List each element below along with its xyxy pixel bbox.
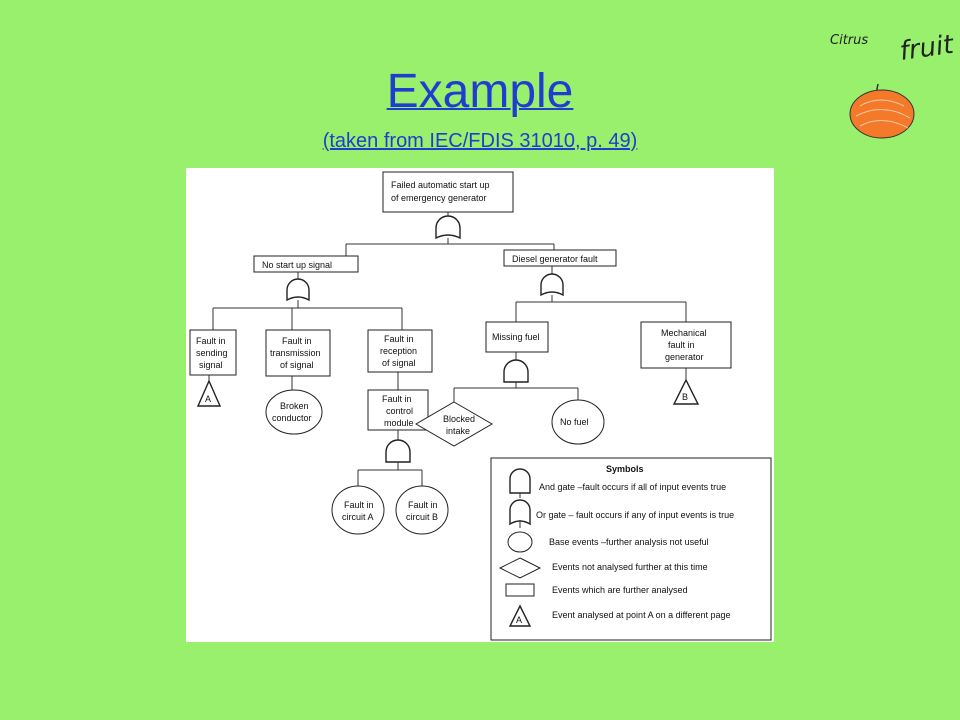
node-diesel-generator-fault-label: Diesel generator fault xyxy=(512,254,598,264)
node-no-fuel: No fuel xyxy=(551,399,605,445)
node-control-module-line-2: control xyxy=(386,406,413,416)
orange-fruit-drawing xyxy=(849,83,915,139)
node-circuit-b-line-1: Fault in xyxy=(408,500,438,510)
node-no-fuel-label: No fuel xyxy=(560,417,589,427)
node-control-module-line-1: Fault in xyxy=(382,394,412,404)
connector-lines xyxy=(208,212,687,486)
node-fault-sending-line-1: Fault in xyxy=(196,336,226,346)
legend-triangle-letter: A xyxy=(516,615,522,625)
node-broken-conductor-line-1: Broken xyxy=(280,401,309,411)
node-blocked-intake: Blocked intake xyxy=(415,401,493,447)
node-blocked-intake-line-1: Blocked xyxy=(443,414,475,424)
node-circuit-a-line-2: circuit A xyxy=(342,512,374,522)
node-fault-sending-line-2: sending xyxy=(196,348,228,358)
node-top-event-line-2: of emergency generator xyxy=(391,193,487,203)
node-fault-transmission-line-3: of signal xyxy=(280,360,314,370)
node-fault-circuit-b: Fault in circuit B xyxy=(395,485,449,535)
node-blocked-intake-line-2: intake xyxy=(446,426,470,436)
node-control-module-line-3: module xyxy=(384,418,414,428)
transfer-letter-b: B xyxy=(682,392,688,402)
legend-not-analysed-label: Events not analysed further at this time xyxy=(552,562,708,572)
doodle-word-citrus: Citrus xyxy=(830,33,868,48)
legend-or-gate-icon xyxy=(509,499,531,526)
legend-rectangle-icon xyxy=(505,583,535,597)
legend-base-event-label: Base events –further analysis not useful xyxy=(549,537,709,547)
node-diesel-generator-fault: Diesel generator fault xyxy=(503,249,617,267)
legend-or-gate-label: Or gate – fault occurs if any of input e… xyxy=(536,510,734,520)
node-mechanical-fault: Mechanical fault in generator xyxy=(640,321,732,369)
node-fault-transmission-line-1: Fault in xyxy=(282,336,312,346)
node-broken-conductor: Broken conductor xyxy=(265,389,323,435)
node-fault-sending-line-3: signal xyxy=(199,360,223,370)
transfer-triangle-a: A xyxy=(196,379,222,407)
node-circuit-a-line-1: Fault in xyxy=(344,500,374,510)
doodle-word-fruit: fruit xyxy=(898,30,956,67)
slide-title[interactable]: Example xyxy=(386,65,574,118)
legend-diamond-icon xyxy=(498,557,542,579)
node-fault-reception: Fault in reception of signal xyxy=(367,329,433,373)
node-mechanical-fault-line-2: fault in xyxy=(668,340,695,350)
node-fault-circuit-a: Fault in circuit A xyxy=(331,485,385,535)
node-fault-transmission: Fault in transmission of signal xyxy=(265,329,331,377)
node-fault-reception-line-2: reception xyxy=(380,346,417,356)
legend-base-event-icon xyxy=(507,531,533,553)
node-fault-reception-line-3: of signal xyxy=(382,358,416,368)
node-circuit-b-line-2: circuit B xyxy=(406,512,438,522)
node-fault-reception-line-1: Fault in xyxy=(384,334,414,344)
slide-subtitle[interactable]: (taken from IEC/FDIS 31010, p. 49) xyxy=(322,130,638,152)
and-gate-fuel xyxy=(503,359,529,383)
legend-transfer-label: Event analysed at point A on a different… xyxy=(552,610,730,620)
citrus-fruit-doodle: Citrus fruit xyxy=(830,30,956,139)
and-gate-control xyxy=(385,439,411,463)
node-missing-fuel: Missing fuel xyxy=(485,321,549,353)
symbols-legend: Symbols And gate –fault occurs if all of… xyxy=(490,457,772,641)
node-mechanical-fault-line-3: generator xyxy=(665,352,704,362)
or-gate-signal xyxy=(286,278,310,302)
legend-and-gate-icon xyxy=(509,468,531,494)
title-block: Example xyxy=(0,64,960,120)
node-no-start-signal: No start up signal xyxy=(253,255,359,273)
or-gate-diesel xyxy=(540,273,564,297)
node-no-start-signal-label: No start up signal xyxy=(262,260,332,270)
transfer-letter-a: A xyxy=(205,394,211,404)
legend-further-label: Events which are further analysed xyxy=(552,585,688,595)
node-fault-sending-signal: Fault in sending signal xyxy=(189,329,237,376)
legend-triangle-icon xyxy=(508,604,532,627)
node-missing-fuel-label: Missing fuel xyxy=(492,332,540,342)
node-fault-transmission-line-2: transmission xyxy=(270,348,321,358)
node-top-event: Failed automatic start up of emergency g… xyxy=(382,171,514,213)
legend-and-gate-label: And gate –fault occurs if all of input e… xyxy=(539,482,726,492)
node-mechanical-fault-line-1: Mechanical xyxy=(661,328,707,338)
fault-tree-diagram: Failed automatic start up of emergency g… xyxy=(186,168,774,642)
or-gate-top xyxy=(435,215,461,240)
transfer-triangle-b: B xyxy=(672,378,700,405)
node-broken-conductor-line-2: conductor xyxy=(272,413,312,423)
node-top-event-line-1: Failed automatic start up xyxy=(391,180,490,190)
legend-title: Symbols xyxy=(606,464,644,474)
